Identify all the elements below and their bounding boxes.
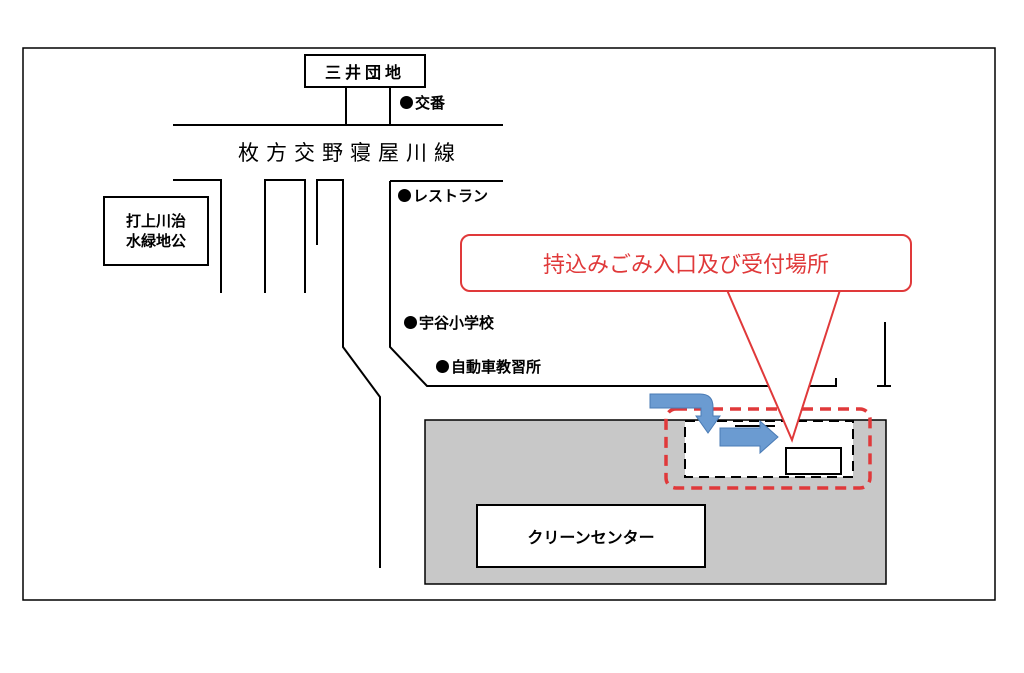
callout-pointer [726, 289, 841, 443]
danchi-road [345, 88, 391, 125]
landmark-school: 宇谷小学校 [404, 314, 494, 332]
flow-arrow-icon [719, 419, 779, 455]
road-name: 枚方交野寝屋川線 [238, 141, 462, 165]
landmark-restaurant: レストラン [398, 187, 488, 205]
callout-entrance-reception: 持込みごみ入口及び受付場所 [460, 234, 912, 292]
road-edge-bottom [173, 179, 891, 568]
school-label: 宇谷小学校 [419, 314, 495, 332]
reception-box [785, 447, 842, 475]
flow-arrow-icon [649, 393, 721, 434]
map-frame [22, 47, 996, 601]
landmark-koban: 交番 [400, 94, 445, 112]
landmark-driving-school: 自動車教習所 [436, 358, 541, 376]
park-label-line1: 打上川治 [125, 212, 186, 230]
park-label-line2: 水緑地公 [125, 232, 186, 250]
landmark-dot-icon [398, 189, 411, 202]
label-park: 打上川治 水緑地公 [103, 196, 209, 266]
label-mitsui-danchi: 三井団地 [304, 54, 426, 88]
entrance-outline-red [664, 407, 872, 490]
driving-school-label: 自動車教習所 [451, 358, 542, 376]
landmark-dot-icon [400, 96, 413, 109]
label-clean-center: クリーンセンター [476, 504, 706, 568]
landmark-dot-icon [404, 316, 417, 329]
restaurant-label: レストラン [413, 187, 489, 205]
koban-label: 交番 [415, 94, 446, 112]
landmark-dot-icon [436, 360, 449, 373]
